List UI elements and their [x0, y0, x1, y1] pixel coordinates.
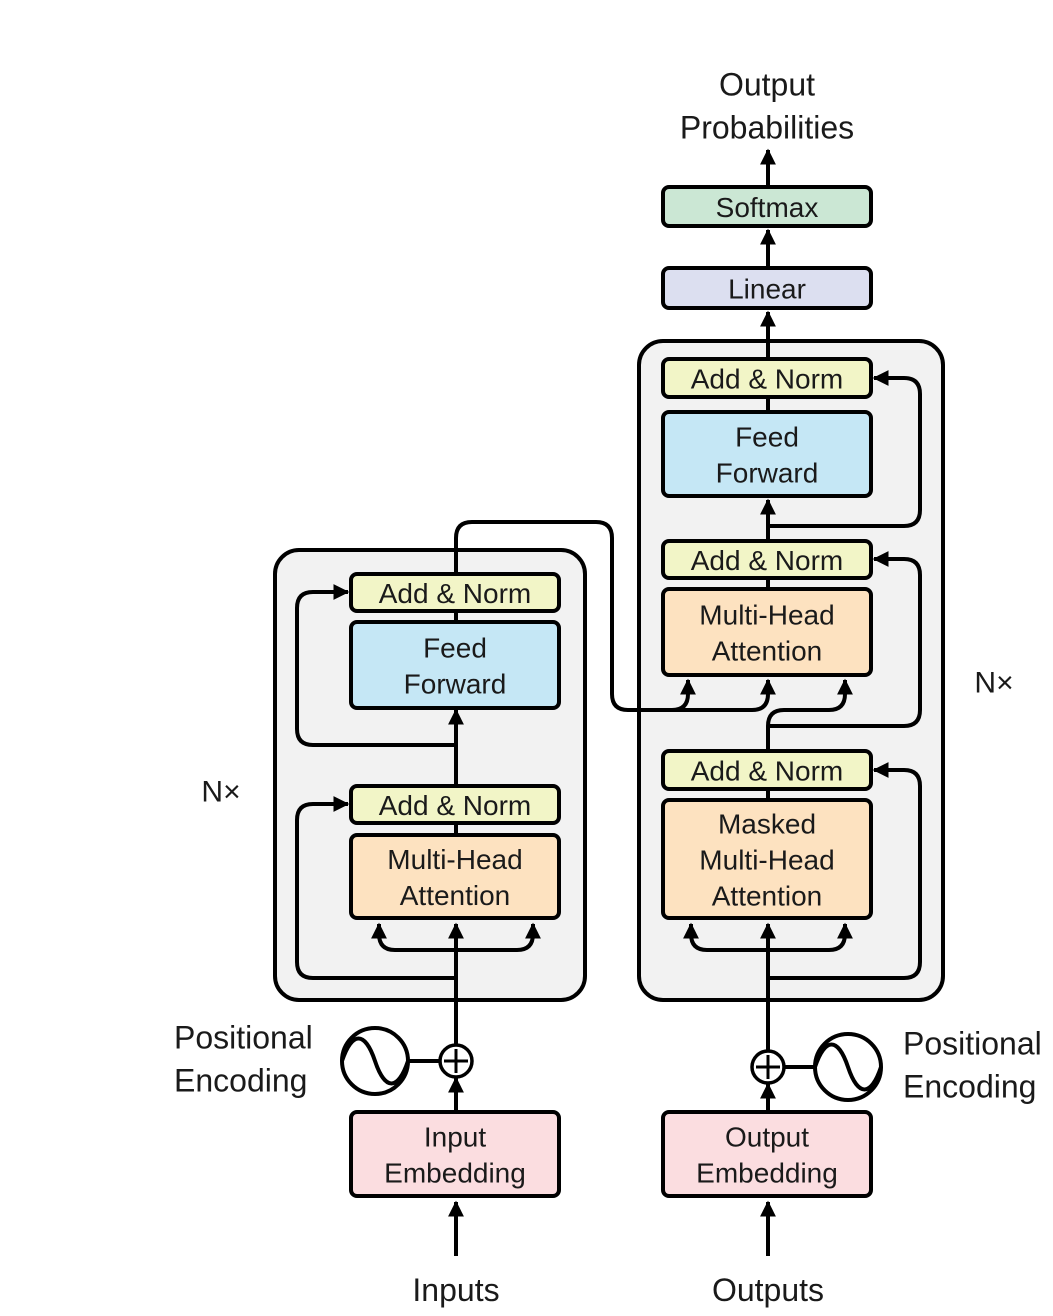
decoder-multi-head-attention-box	[661, 587, 873, 677]
encoder-add-norm-bottom: Add & Norm	[349, 784, 561, 825]
decoder-multi-head-attention-text: Multi-Head	[699, 600, 834, 631]
positional-encoding-left-label-text: Encoding	[174, 1063, 307, 1099]
decoder-nx-label: N×	[974, 667, 1013, 700]
encoder-stack-panel	[273, 548, 587, 1002]
masked-multi-head-attention-box	[661, 798, 873, 920]
outputs-label: Outputs	[712, 1272, 824, 1308]
softmax-block: Softmax	[661, 185, 873, 228]
inputs-label-text: Inputs	[412, 1272, 499, 1308]
positional-encoding-right-label-text: Positional	[903, 1026, 1042, 1062]
output-embedding-text: Output	[725, 1122, 809, 1153]
linear-block-text: Linear	[728, 274, 806, 305]
positional-encoding-left	[340, 1026, 474, 1096]
decoder-add-norm-mid-box	[661, 539, 873, 580]
encoder-add-norm-top-text: Add & Norm	[379, 578, 532, 609]
outputs-label-text: Outputs	[712, 1272, 824, 1308]
decoder-add-norm-mid: Add & Norm	[661, 539, 873, 580]
encoder-add-norm-bottom-text: Add & Norm	[379, 790, 532, 821]
add-circle-icon	[750, 1049, 786, 1085]
positional-encoding-left-label-text: Positional	[174, 1020, 313, 1056]
encoder-nx-label: N×	[201, 776, 240, 809]
encoder-wires	[295, 520, 776, 1256]
inputs-label: Inputs	[412, 1272, 499, 1308]
encoder-add-norm-top: Add & Norm	[349, 572, 561, 613]
output-embedding-text: Embedding	[696, 1158, 838, 1189]
encoder-feed-forward-box	[349, 620, 561, 710]
decoder-add-norm-top-text: Add & Norm	[691, 364, 844, 395]
encoder-multi-head-attention-box	[349, 833, 561, 920]
output-probabilities-label-text: Probabilities	[680, 110, 854, 146]
encoder-nx-label-text: N×	[201, 776, 240, 809]
decoder-feed-forward-box	[661, 410, 873, 498]
encoder-multi-head-attention-text: Multi-Head	[387, 844, 522, 875]
softmax-block-text: Softmax	[716, 192, 819, 223]
masked-multi-head-attention-text: Masked	[718, 809, 816, 840]
output-probabilities-label-text: Output	[719, 67, 815, 103]
decoder-add-norm-top-box	[661, 357, 873, 399]
encoder-multi-head-attention-text: Attention	[400, 880, 511, 911]
positional-encoding-right	[750, 1032, 883, 1102]
decoder-add-norm-bottom: Add & Norm	[661, 749, 873, 791]
decoder-feed-forward-text: Forward	[716, 458, 819, 489]
decoder-add-norm-top: Add & Norm	[661, 357, 873, 399]
encoder-feed-forward-text: Feed	[423, 633, 487, 664]
decoder-multi-head-attention-text: Attention	[712, 636, 823, 667]
linear-block-box	[661, 266, 873, 310]
input-embedding-box	[349, 1110, 561, 1198]
encoder-add-norm-bottom-box	[349, 784, 561, 825]
decoder-feed-forward-text: Feed	[735, 422, 799, 453]
input-embedding-text: Input	[424, 1122, 486, 1153]
decoder-nx-label-text: N×	[974, 667, 1013, 700]
masked-multi-head-attention-text: Multi-Head	[699, 845, 834, 876]
positional-encoding-right-label-text: Encoding	[903, 1069, 1036, 1105]
decoder-wires	[683, 148, 922, 1256]
masked-multi-head-attention-text: Attention	[712, 881, 823, 912]
output-embedding-box	[661, 1110, 873, 1198]
encoder-add-norm-top-box	[349, 572, 561, 613]
encoder-feed-forward-text: Forward	[404, 669, 507, 700]
input-embedding-text: Embedding	[384, 1158, 526, 1189]
decoder-add-norm-bottom-box	[661, 749, 873, 791]
decoder-add-norm-mid-text: Add & Norm	[691, 545, 844, 576]
add-circle-icon	[438, 1043, 474, 1079]
linear-block: Linear	[661, 266, 873, 310]
softmax-block-box	[661, 185, 873, 228]
decoder-add-norm-bottom-text: Add & Norm	[691, 756, 844, 787]
